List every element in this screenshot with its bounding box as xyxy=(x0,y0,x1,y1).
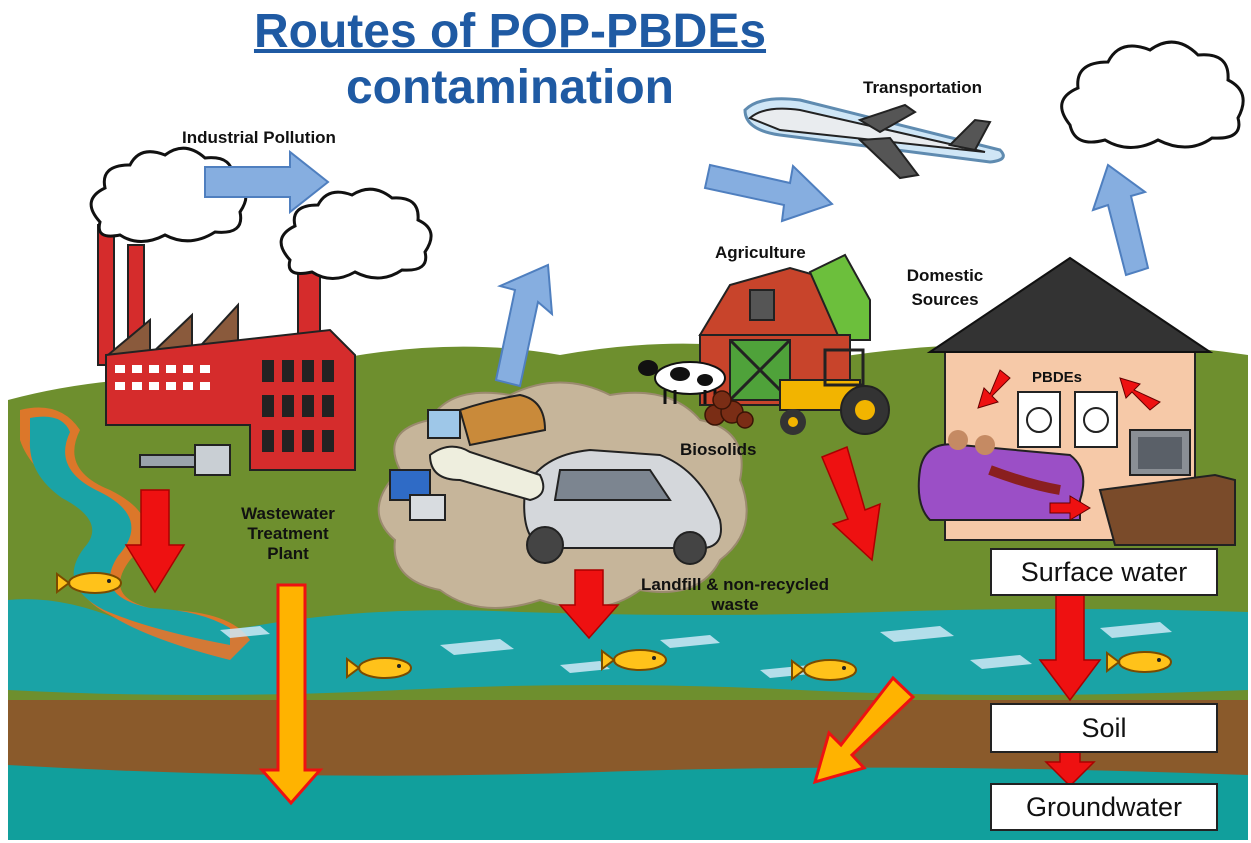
arrow-plant-to-river xyxy=(124,489,186,594)
label-landfill: Landfill & non-recycled waste xyxy=(610,575,860,615)
soil-layer xyxy=(8,690,1248,776)
waste-mattress-icon xyxy=(428,445,545,502)
water-ripples xyxy=(220,622,1172,678)
fish-2 xyxy=(346,657,412,679)
label-landfill-line-2: waste xyxy=(711,595,759,614)
surface-water-box: Surface water xyxy=(990,548,1218,596)
arrow-landfill-to-river xyxy=(558,569,620,640)
fish-1 xyxy=(56,572,122,594)
label-wastewater-line-1: Wastewater xyxy=(241,504,335,523)
waste-car-icon xyxy=(523,448,722,565)
barn-icon xyxy=(698,253,871,406)
airplane-icon xyxy=(743,97,1005,180)
arrow-transport xyxy=(703,163,834,223)
label-biosolids: Biosolids xyxy=(680,440,757,459)
groundwater-box: Groundwater xyxy=(990,783,1218,831)
label-domestic-line-2: Sources xyxy=(911,290,979,309)
label-wastewater-line-2: Treatment xyxy=(247,524,329,543)
fish-5 xyxy=(1106,651,1172,673)
pbde-arrow-upright xyxy=(1119,377,1161,411)
label-wastewater-line-3: Plant xyxy=(267,544,309,563)
arrow-surface-to-soil xyxy=(1038,591,1102,702)
pbde-arrow-right xyxy=(1049,495,1091,521)
arrow-agri-to-river xyxy=(821,445,881,562)
label-transportation: Transportation xyxy=(863,78,983,97)
sky-cloud-right xyxy=(1060,40,1245,149)
label-domestic-line-1: Domestic xyxy=(906,266,984,285)
waste-sofa-icon xyxy=(458,393,547,447)
tractor-icon xyxy=(779,348,890,435)
river-bank xyxy=(20,407,250,660)
house-icon xyxy=(917,256,1236,546)
label-industrial-pollution: Industrial Pollution xyxy=(182,128,336,147)
fish-4 xyxy=(791,659,857,681)
arrow-plant-to-groundwater xyxy=(258,583,324,806)
fish-3 xyxy=(601,649,667,671)
page-title: Routes of POP-PBDEs contamination xyxy=(150,4,870,116)
arrow-river-to-groundwater xyxy=(812,675,916,785)
label-domestic-sources: Domestic Sources xyxy=(890,266,1000,310)
pbde-arrow-downleft xyxy=(977,369,1011,409)
label-landfill-line-1: Landfill & non-recycled xyxy=(641,575,829,594)
biosolids-heap xyxy=(704,390,754,429)
arrow-house-up xyxy=(1091,163,1150,277)
soil-box: Soil xyxy=(990,703,1218,753)
title-line-2: contamination xyxy=(345,61,674,114)
label-wastewater-plant: Wastewater Treatment Plant xyxy=(222,504,354,564)
arrow-soil-to-groundwater xyxy=(1044,751,1096,788)
label-agriculture: Agriculture xyxy=(715,243,806,262)
label-pbdes: PBDEs xyxy=(1032,369,1083,386)
cow-icon xyxy=(638,360,726,404)
river xyxy=(8,599,1248,695)
factory-icon xyxy=(97,224,356,476)
arrow-industrial xyxy=(204,149,330,215)
arrow-landfill-up xyxy=(494,263,554,388)
factory-cloud-right xyxy=(279,187,433,280)
title-line-1: Routes of POP-PBDEs xyxy=(253,5,767,58)
waste-computer-icon xyxy=(389,409,461,521)
